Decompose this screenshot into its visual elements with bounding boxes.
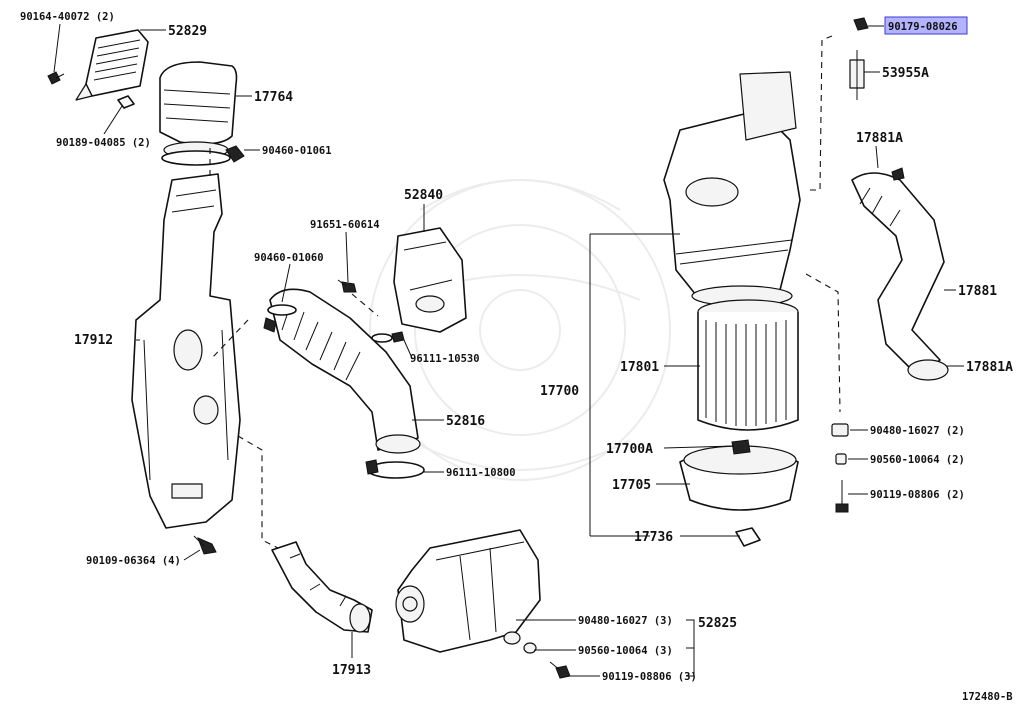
label-90560-10064-3[interactable]: 90560-10064 (3): [578, 645, 673, 657]
highlight-90179-08026: [884, 16, 968, 35]
label-17705[interactable]: 17705: [612, 478, 651, 493]
bolt-90119-2[interactable]: [835, 480, 849, 513]
nut-90480-3[interactable]: [503, 631, 521, 645]
label-52816[interactable]: 52816: [446, 414, 485, 429]
label-17801[interactable]: 17801: [620, 360, 659, 375]
air-cleaner-case[interactable]: [663, 71, 801, 307]
clamp-90460-01060[interactable]: [263, 304, 297, 333]
washer-90560-2[interactable]: [835, 453, 847, 465]
guide-line: [211, 319, 249, 359]
mount-53955A[interactable]: [849, 50, 865, 100]
label-17881A-bottom[interactable]: 17881A: [966, 360, 1013, 375]
label-90460-01060[interactable]: 90460-01060: [254, 252, 324, 264]
label-90560-10064-2[interactable]: 90560-10064 (2): [870, 454, 965, 466]
hose-17913[interactable]: [271, 541, 373, 633]
label-90480-16027-2[interactable]: 90480-16027 (2): [870, 425, 965, 437]
label-91651-60614[interactable]: 91651-60614: [310, 219, 380, 231]
label-90460-01061[interactable]: 90460-01061: [262, 145, 332, 157]
label-90164-40072[interactable]: 90164-40072 (2): [20, 11, 115, 23]
label-90119-08806-3[interactable]: 90119-08806 (3): [602, 671, 697, 683]
label-53955A[interactable]: 53955A: [882, 66, 929, 81]
label-90189-04085[interactable]: 90189-04085 (2): [56, 137, 151, 149]
clip-17736[interactable]: [735, 527, 761, 547]
label-17764[interactable]: 17764: [254, 90, 293, 105]
label-17881A-top[interactable]: 17881A: [856, 131, 903, 146]
label-52829[interactable]: 52829: [168, 24, 207, 39]
label-17913[interactable]: 17913: [332, 663, 371, 678]
grille-52829[interactable]: [75, 29, 149, 101]
guide-line: [237, 435, 279, 549]
bolt-91651[interactable]: [337, 279, 357, 293]
resonator-52825[interactable]: [395, 529, 541, 653]
label-96111-10800[interactable]: 96111-10800: [446, 467, 516, 479]
label-17881[interactable]: 17881: [958, 284, 997, 299]
clip-90189[interactable]: [117, 95, 135, 109]
label-17700A[interactable]: 17700A: [606, 442, 653, 457]
hose-17881[interactable]: [851, 167, 949, 381]
inlet-cap-17764[interactable]: [159, 61, 238, 159]
bracket-52840[interactable]: [393, 227, 467, 333]
label-52825[interactable]: 52825: [698, 616, 737, 631]
clamp-96111-10800[interactable]: [365, 459, 425, 479]
washer-90560-3[interactable]: [523, 642, 537, 654]
nut-90480-2[interactable]: [831, 423, 849, 437]
label-90480-16027-3[interactable]: 90480-16027 (3): [578, 615, 673, 627]
bolt-90119-3[interactable]: [549, 661, 571, 679]
label-90179-08026[interactable]: 90179-08026: [888, 21, 958, 33]
label-52840[interactable]: 52840: [404, 188, 443, 203]
drawing-id: 172480-B: [962, 691, 1013, 703]
lower-case-17705[interactable]: [679, 439, 799, 511]
label-17736[interactable]: 17736: [634, 530, 673, 545]
guide-line: [810, 35, 833, 191]
label-17912[interactable]: 17912: [74, 333, 113, 348]
leader-lines: [53, 23, 964, 677]
clamp-96111-10530[interactable]: [371, 331, 405, 343]
label-17700[interactable]: 17700: [540, 384, 579, 399]
duct-17912[interactable]: [131, 173, 241, 529]
clamp-90460-01061[interactable]: [161, 145, 245, 166]
label-90109-06364[interactable]: 90109-06364 (4): [86, 555, 181, 567]
filter-17801[interactable]: [697, 299, 799, 431]
guide-line: [805, 273, 841, 413]
screw-90164[interactable]: [47, 71, 65, 85]
label-96111-10530[interactable]: 96111-10530: [410, 353, 480, 365]
nut-90179[interactable]: [853, 17, 869, 31]
label-90119-08806-2[interactable]: 90119-08806 (2): [870, 489, 965, 501]
hose-52816[interactable]: [269, 288, 421, 454]
guide-line: [351, 293, 379, 317]
bolt-90109[interactable]: [193, 535, 217, 555]
